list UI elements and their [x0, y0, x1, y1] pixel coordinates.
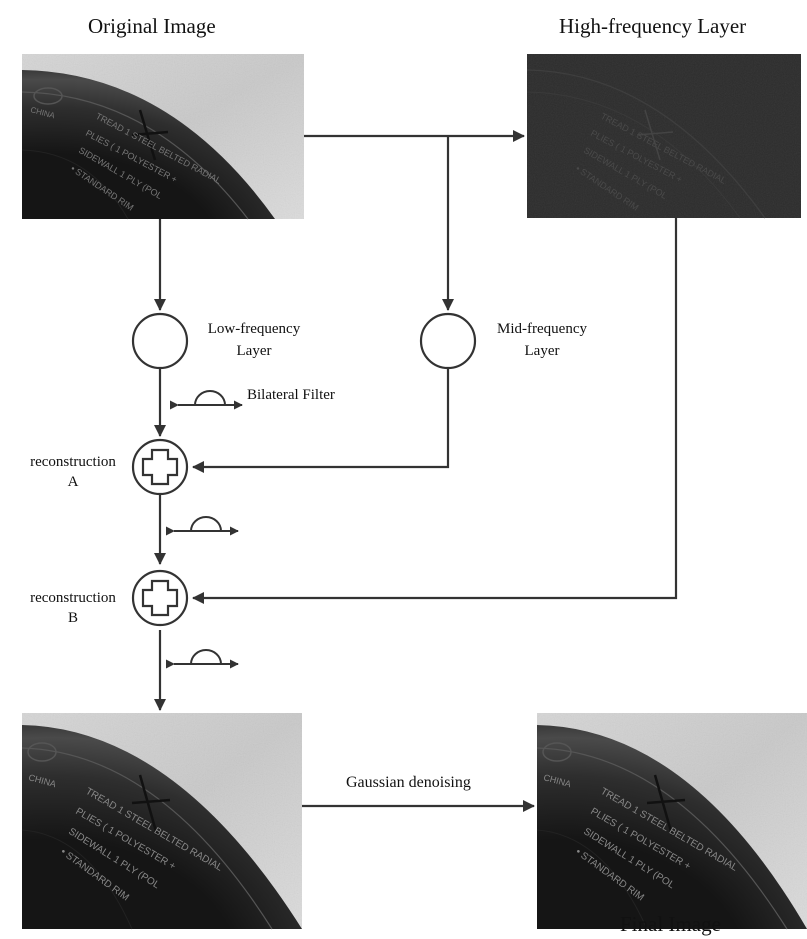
mid-frequency-label-line1: Mid-frequency	[497, 321, 587, 337]
reconstruction-b-line1: reconstruction	[30, 590, 116, 606]
arrow-mid-to-reconstruction-a	[192, 369, 450, 473]
high-frequency-layer-label: High-frequency Layer	[559, 14, 747, 38]
low-frequency-node	[131, 312, 189, 370]
arrow-high-to-reconstruction-b	[192, 218, 678, 604]
reconstruction-b-node	[131, 569, 189, 627]
final-image: TREAD 1 STEEL BELTED RADIAL PLIES ( 1 PO…	[536, 713, 807, 930]
low-frequency-layer-label: Low-frequency Layer	[196, 318, 312, 362]
reconstruction-a-line2: A	[67, 474, 79, 490]
low-frequency-label-line2: Layer	[236, 343, 272, 359]
mid-frequency-node	[419, 312, 477, 370]
reconstruction-a-label: reconstruction A	[10, 452, 136, 492]
bilateral-filter-label: Bilateral Filter	[247, 387, 335, 403]
original-image: TREAD 1 STEEL BELTED RADIAL PLIES ( 1 PO…	[21, 54, 304, 220]
mid-frequency-layer-label: Mid-frequency Layer	[484, 318, 600, 362]
reconstruction-a-node	[131, 438, 189, 496]
mid-frequency-label-line2: Layer	[524, 343, 560, 359]
bilateral-filter-icon-2	[165, 516, 239, 536]
bilateral-filter-icon	[169, 390, 243, 410]
reconstructed-image: TREAD 1 STEEL BELTED RADIAL PLIES ( 1 PO…	[21, 713, 302, 930]
bilateral-filter-icon-3	[165, 649, 239, 669]
reconstruction-b-line2: B	[67, 610, 78, 626]
gaussian-denoising-label: Gaussian denoising	[346, 774, 471, 791]
connectors	[154, 130, 678, 812]
reconstruction-a-line1: reconstruction	[30, 454, 116, 470]
low-frequency-label-line1: Low-frequency	[207, 321, 301, 337]
final-image-label: Final Image	[620, 912, 721, 936]
high-frequency-image: TREAD 1 STEEL BELTED RADIAL PLIES ( 1 PO…	[526, 54, 801, 219]
reconstruction-b-label: reconstruction B	[10, 588, 136, 628]
original-image-label: Original Image	[88, 14, 216, 38]
